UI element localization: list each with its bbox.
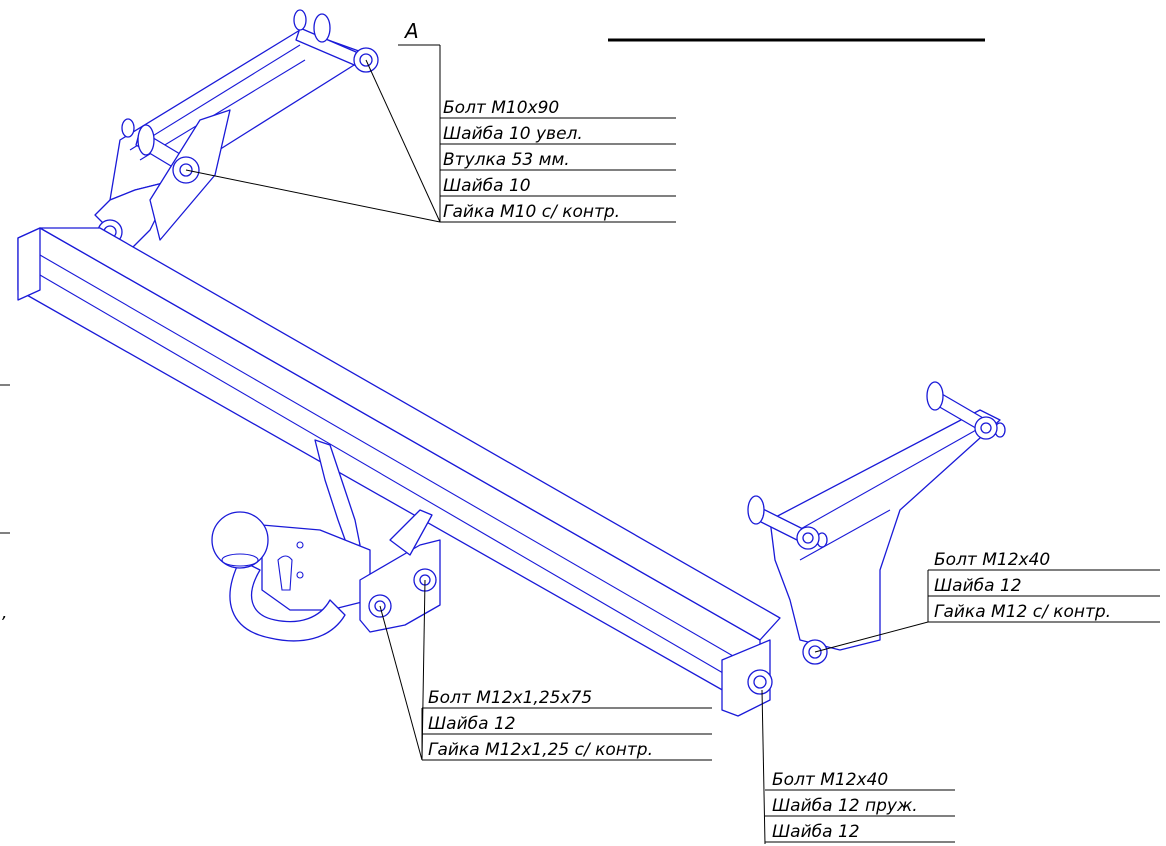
view-label: А: [403, 19, 419, 43]
callout-top-left-line-5: Гайка М10 с/ контр.: [443, 202, 620, 222]
callout-top-left-line-1: Болт М10х90: [443, 98, 559, 118]
callout-ball-mount-line-3: Гайка М12х1,25 с/ контр.: [428, 740, 653, 760]
callout-right-bracket-line-3: Гайка М12 с/ контр.: [934, 602, 1111, 622]
callout-top-left: А Болт М10х90 Шайба 10 увел. Втулка 53 м…: [185, 19, 676, 223]
callout-crossbar-end: Болт М12х40 Шайба 12 пруж. Шайба 12: [761, 689, 955, 845]
callout-ball-mount-line-2: Шайба 12: [428, 714, 516, 734]
callout-top-left-line-4: Шайба 10: [443, 176, 531, 196]
callout-top-left-line-3: Втулка 53 мм.: [443, 150, 570, 170]
callout-crossbar-end-line-2: Шайба 12 пруж.: [772, 796, 918, 816]
callout-right-bracket: Болт М12х40 Шайба 12 Гайка М12 с/ контр.: [814, 550, 1160, 653]
callout-ball-mount: Болт М12х1,25х75 Шайба 12 Гайка М12х1,25…: [379, 579, 712, 761]
callout-top-left-line-2: Шайба 10 увел.: [443, 124, 583, 144]
callout-right-bracket-line-1: Болт М12х40: [934, 550, 1050, 570]
callout-crossbar-end-line-1: Болт М12х40: [772, 770, 888, 790]
callout-ball-mount-line-1: Болт М12х1,25х75: [428, 688, 592, 708]
left-mounting-bracket: [94, 9, 371, 251]
callout-crossbar-end-line-3: Шайба 12: [772, 822, 860, 842]
crossbar-end-nut: [747, 669, 773, 695]
right-mounting-bracket: [747, 381, 1006, 651]
main-crossbar: [17, 227, 781, 717]
edge-mark-comma: ,: [2, 603, 7, 623]
right-bracket-nut-lower: [796, 526, 820, 550]
callout-right-bracket-line-2: Шайба 12: [934, 576, 1022, 596]
right-bracket-nut-upper: [974, 416, 998, 440]
